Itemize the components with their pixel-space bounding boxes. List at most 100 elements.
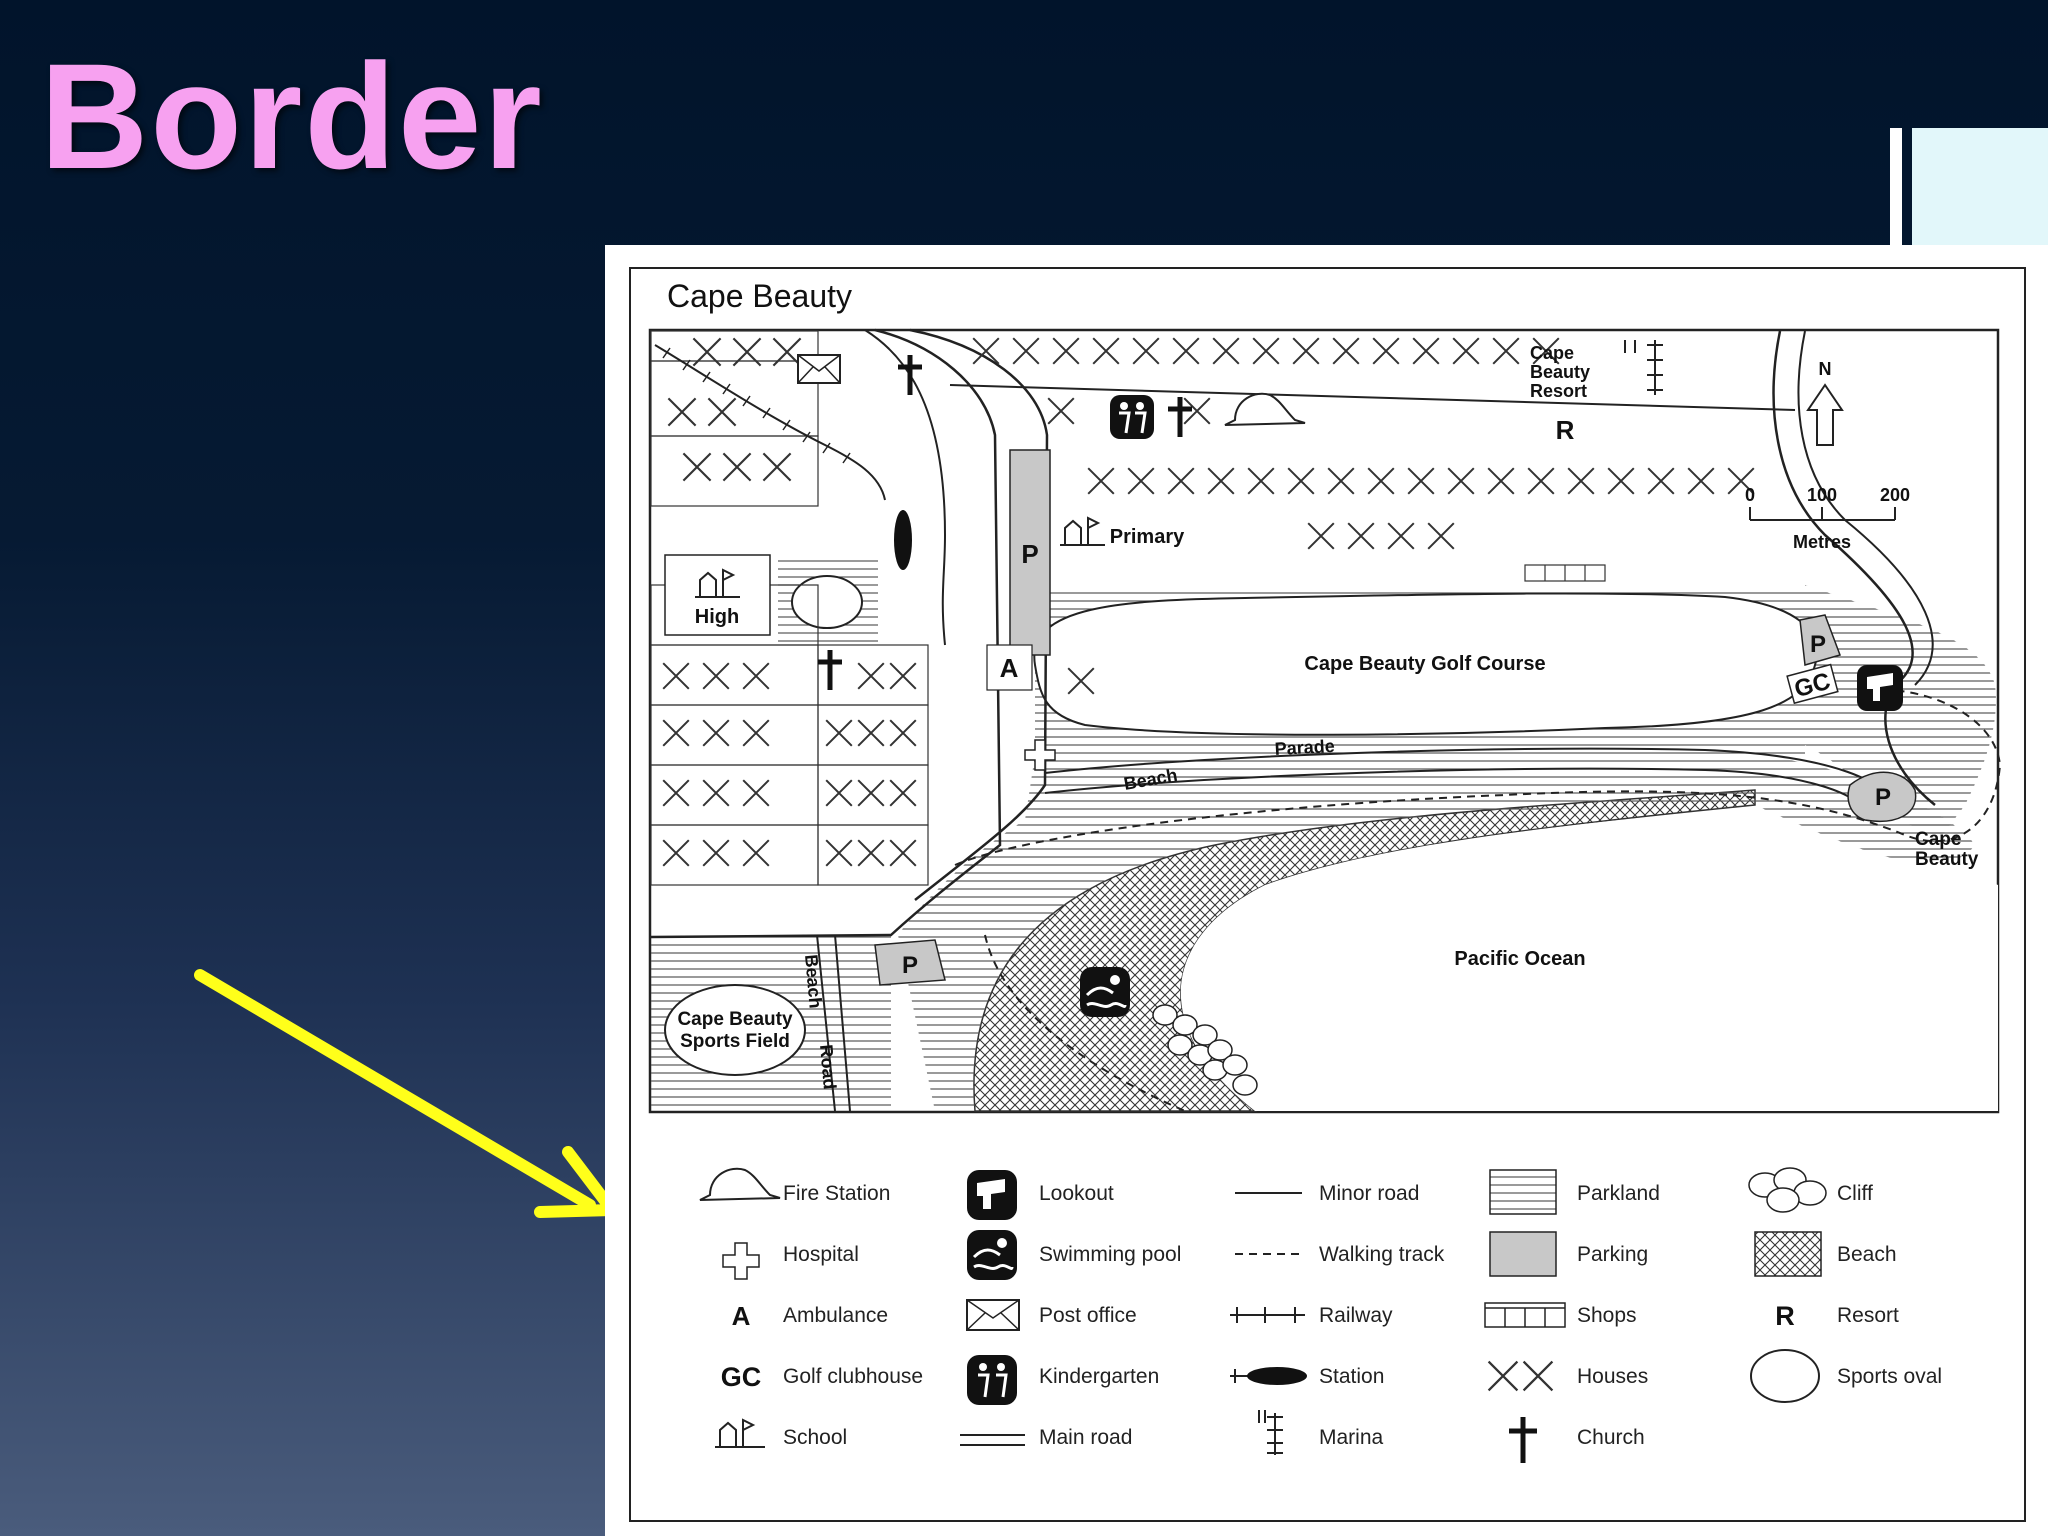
map-area: Cape Beauty Golf Course [648, 328, 2002, 1114]
golf-clubhouse-box [1786, 663, 1839, 705]
beach-road [816, 934, 851, 1112]
legend-label-parkland: Parkland [1577, 1182, 1660, 1205]
parking-golf [1799, 614, 1841, 666]
ambulance-label: A [1000, 653, 1019, 683]
decorative-bar-light [1912, 128, 2048, 245]
golf-course-label: Cape Beauty Golf Course [1304, 653, 1545, 675]
legend-golf-clubhouse-symbol: GC [721, 1362, 762, 1392]
high-school-label: High [695, 606, 739, 628]
legend-beach-icon [1754, 1231, 1822, 1277]
legend-swimming-pool-icon [967, 1230, 1017, 1280]
legend-lookout-icon [967, 1170, 1017, 1220]
legend-label-sports-oval: Sports oval [1837, 1365, 1942, 1388]
legend-label-cliff: Cliff [1837, 1182, 1873, 1205]
cape-beauty-map: Cape Beauty Cape Beauty Golf Course [629, 267, 2026, 1522]
legend-parkland-icon [1489, 1169, 1557, 1215]
legend-label-fire-station: Fire Station [783, 1182, 890, 1205]
scale-tick-200: 200 [1880, 485, 1910, 505]
map-outer-frame [629, 267, 2026, 1522]
scale-tick-100: 100 [1807, 485, 1837, 505]
legend-col2: Lookout Swimming pool Post office Kinder… [960, 1170, 1181, 1449]
scale-tick-0: 0 [1745, 485, 1755, 505]
legend-label-station: Station [1319, 1365, 1384, 1388]
legend-label-lookout: Lookout [1039, 1182, 1114, 1205]
sports-field-label-2: Sports Field [680, 1031, 790, 1052]
lookout-icon [1857, 665, 1903, 711]
main-road-resort [1772, 330, 1936, 806]
legend-cliff-icon [1748, 1167, 1827, 1213]
cliff-area [1152, 1004, 1258, 1096]
station-icon [894, 510, 912, 570]
legend-station-icon [1230, 1367, 1307, 1385]
legend-fire-station-icon [699, 1167, 781, 1201]
beach-parade-road-inner [1044, 767, 1866, 816]
kindergarten-icon [1110, 395, 1154, 439]
high-school-box [664, 554, 771, 636]
legend-label-shops: Shops [1577, 1304, 1637, 1327]
houses-west [650, 330, 929, 886]
swimming-pool-icon [1080, 967, 1130, 1017]
main-road-north [949, 384, 1796, 411]
fire-station-icon [1224, 392, 1306, 426]
parking-golf-label: P [1810, 631, 1826, 658]
legend-ambulance-symbol: A [732, 1301, 751, 1331]
legend-col3: Minor road Walking track Railway Station… [1230, 1182, 1445, 1455]
pointer-arrow-shaft [194, 969, 596, 1211]
decorative-bar-white [1890, 128, 1902, 245]
shops-block [1524, 564, 1606, 582]
legend-label-ambulance: Ambulance [783, 1304, 888, 1327]
legend-label-church: Church [1577, 1426, 1645, 1449]
legend-label-walking-track: Walking track [1319, 1243, 1445, 1266]
parking-southwest-label: P [902, 952, 918, 979]
map-title: Cape Beauty [667, 278, 852, 314]
slide-title: Border [40, 32, 544, 200]
scale-bar [1749, 507, 1896, 521]
primary-school-label: Primary [1110, 526, 1185, 548]
sports-oval-small [791, 575, 863, 629]
sports-field-oval [664, 984, 806, 1076]
north-arrow-icon [1806, 383, 1844, 446]
hospital-icon [1024, 739, 1056, 771]
legend-kindergarten-icon [967, 1355, 1017, 1405]
church-icon-west [818, 650, 842, 690]
cape-beauty-label-1: Cape [1915, 829, 1961, 850]
legend-label-golf-clubhouse: Golf clubhouse [783, 1365, 923, 1388]
parking-central [1009, 449, 1051, 656]
parking-cape-label: P [1875, 784, 1891, 811]
legend-resort-symbol: R [1775, 1301, 1795, 1331]
legend-label-hospital: Hospital [783, 1243, 859, 1266]
resort-label-3: Resort [1530, 381, 1587, 401]
beach-parade-label-2: Parade [1274, 736, 1335, 759]
map-sheet: Cape Beauty Cape Beauty Golf Course [605, 245, 2048, 1536]
legend-houses-icon [1487, 1360, 1554, 1392]
resort-label-1: Cape [1530, 343, 1574, 363]
legend-hospital-icon [722, 1242, 760, 1280]
legend-col4: Parkland Parking Shops Houses Church [1484, 1169, 1660, 1463]
legend-marina-icon [1258, 1410, 1283, 1455]
pacific-ocean-area [1180, 806, 1998, 1111]
resort-symbol: R [1556, 415, 1575, 445]
sports-field-label-1: Cape Beauty [677, 1009, 793, 1030]
legend-label-minor-road: Minor road [1319, 1182, 1419, 1205]
cape-beauty-label-2: Beauty [1915, 849, 1979, 870]
legend-label-marina: Marina [1319, 1426, 1384, 1449]
high-school-icon [695, 568, 740, 598]
parking-cape [1847, 771, 1917, 822]
parkland-east [1805, 585, 1996, 845]
legend-label-kindergarten: Kindergarten [1039, 1365, 1159, 1388]
scale-unit: Metres [1793, 532, 1851, 552]
legend-railway-icon [1230, 1307, 1305, 1323]
legend-parking-icon [1489, 1231, 1557, 1277]
legend-label-resort: Resort [1837, 1304, 1899, 1327]
main-road-west [864, 329, 947, 646]
legend-label-school: School [783, 1426, 847, 1449]
legend-shops-icon [1484, 1302, 1566, 1328]
legend-label-post-office: Post office [1039, 1304, 1137, 1327]
parkland-coast [898, 755, 1975, 1111]
legend-col1: Fire Station Hospital A Ambulance GC Gol… [699, 1167, 923, 1449]
legend-main-road-icon [960, 1434, 1025, 1446]
legend-sports-oval-icon [1750, 1349, 1820, 1403]
legend-label-main-road: Main road [1039, 1426, 1132, 1449]
resort-label-2: Beauty [1530, 362, 1590, 382]
parking-southwest [874, 939, 946, 986]
